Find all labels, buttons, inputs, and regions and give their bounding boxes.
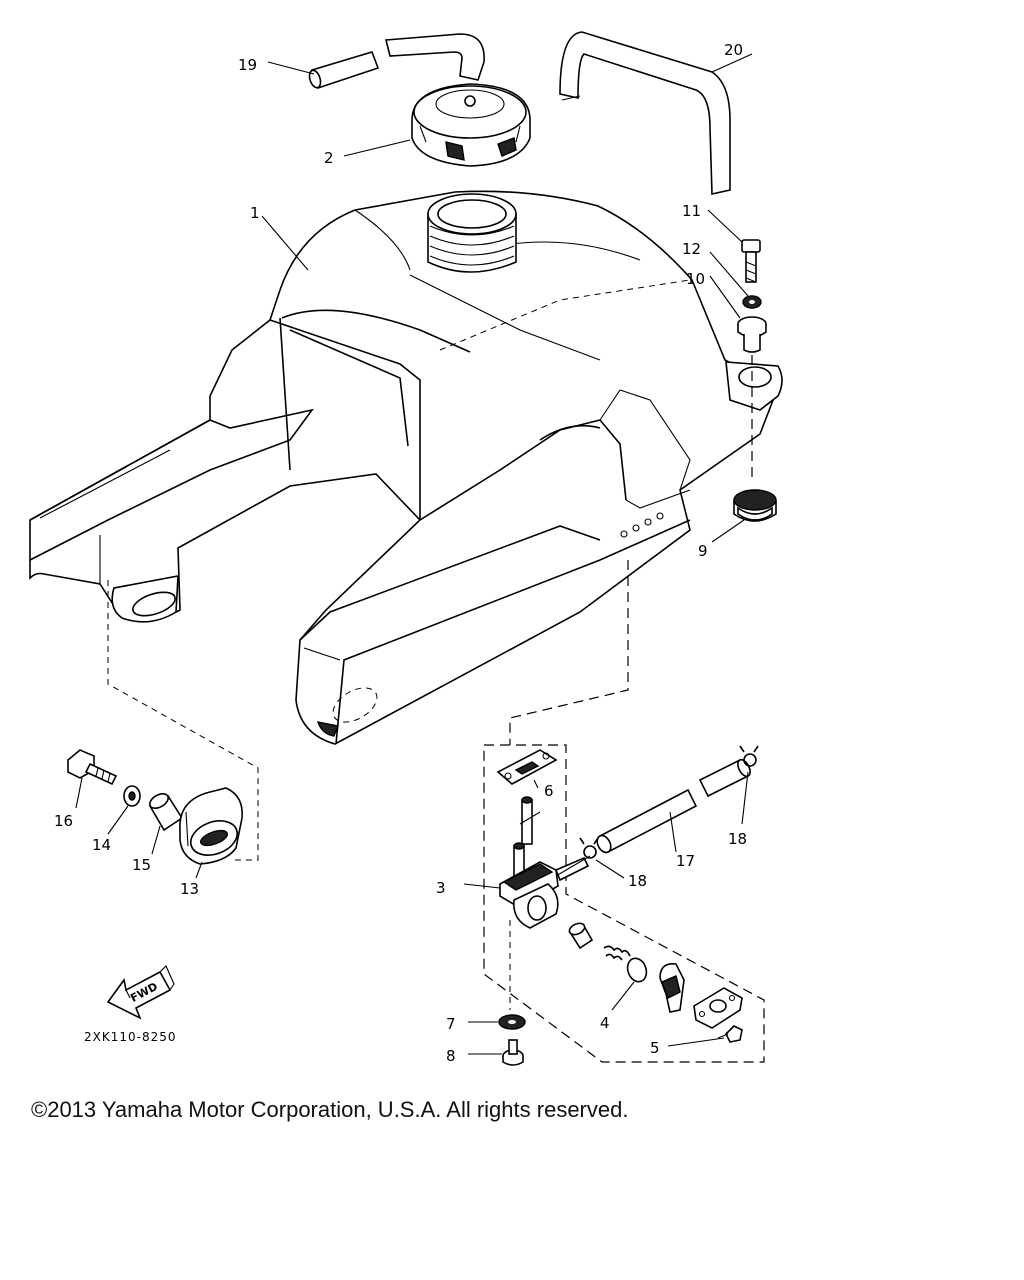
callout-20: 20 [724,41,743,59]
part-code: 2XK110-8250 [84,1030,177,1044]
callout-9: 9 [698,542,708,560]
gasket-plate-6 [496,749,558,785]
bolt-11 [741,239,761,283]
callout-16: 16 [54,812,73,830]
fuel-cock-body [499,796,590,929]
collar-15 [148,792,184,832]
fuel-tank [29,190,783,745]
lever-cover-plate [693,987,743,1029]
callout-3: 3 [436,879,446,897]
callout-18-lower: 18 [628,872,647,890]
callout-19: 19 [238,56,257,74]
callout-13: 13 [180,880,199,898]
fuel-cap [411,83,531,167]
tank-strap [559,31,731,195]
alignment-line-left-mount [107,580,259,861]
alignment-line-petcock [509,560,629,745]
lever-knob [659,962,685,1013]
collar-10 [737,316,767,353]
tank-vent-holes [620,512,664,538]
hose-clip-18-upper [739,745,759,767]
fuel-cock-assembly-box [483,744,765,1063]
copyright-notice: ©2013 Yamaha Motor Corporation, U.S.A. A… [31,1097,629,1122]
drain-bolt-8 [502,1039,524,1066]
bolt-16 [67,749,118,786]
callout-2: 2 [324,149,334,167]
callout-12: 12 [682,240,701,258]
filler-neck [427,193,517,273]
grommet-9 [733,489,777,522]
washer-12 [742,295,762,309]
fuel-hose-17 [596,758,751,854]
callout-14: 14 [92,836,111,854]
callout-1: 1 [250,204,260,222]
o-ring-4 [626,957,648,983]
washer-14 [123,785,141,807]
o-ring-7 [498,1014,526,1030]
fuel-tank-exploded-diagram: 19 2 1 20 11 12 10 9 16 14 15 13 6 3 17 … [29,31,783,1066]
lever-internals [568,922,631,961]
grommet-13 [179,787,243,865]
leader-lines [75,53,753,1055]
callout-6: 6 [544,782,554,800]
callout-17: 17 [676,852,695,870]
hose-clip-18-lower [579,837,599,859]
callout-8: 8 [446,1047,456,1065]
callout-4: 4 [600,1014,610,1032]
callout-5: 5 [650,1039,660,1057]
screw-5 [717,1025,743,1043]
callout-11: 11 [682,202,701,220]
callout-7: 7 [446,1015,456,1033]
callout-10: 10 [686,270,705,288]
breather-hose [308,33,485,90]
callout-labels: 19 2 1 20 11 12 10 9 16 14 15 13 6 3 17 … [54,41,747,1065]
callout-18-upper: 18 [728,830,747,848]
callout-15: 15 [132,856,151,874]
fwd-arrow-icon: FWD [106,965,175,1020]
